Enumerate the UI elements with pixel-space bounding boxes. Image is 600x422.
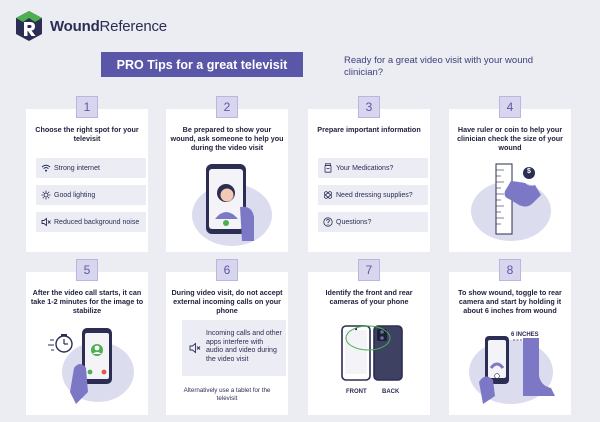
tip-title: Have ruler or coin to help your clinicia…	[457, 125, 563, 152]
tip-item-lighting: Good lighting	[36, 185, 146, 205]
tip-card-8: 8 To show wound, toggle to rear camera a…	[449, 259, 571, 415]
pill-bottle-icon	[324, 163, 332, 173]
step-number: 4	[499, 96, 521, 118]
rear-camera-foot-illustration	[469, 336, 555, 404]
step-number: 7	[358, 259, 380, 281]
question-icon	[323, 217, 333, 227]
tagline: Ready for a great video visit with your …	[344, 55, 534, 78]
wound-reference-logo-icon	[16, 11, 42, 41]
mute-speaker-icon	[189, 342, 201, 354]
info-text: Incoming calls and other apps interfere …	[206, 330, 282, 363]
step-number: 2	[216, 96, 238, 118]
wifi-icon	[41, 164, 51, 172]
front-camera-label: FRONT	[346, 389, 367, 395]
step-number: 5	[76, 259, 98, 281]
tip-card-2: 2 Be prepared to show your wound, ask so…	[166, 96, 288, 252]
back-camera-label: BACK	[382, 389, 400, 395]
tip-card-3: 3 Prepare important information Your Med…	[308, 96, 430, 252]
tip-item-supplies: Need dressing supplies?	[318, 185, 428, 205]
distance-label: 6 INCHES	[511, 332, 539, 338]
tip-card-6: 6 During video visit, do not accept exte…	[166, 259, 288, 415]
bandage-icon	[323, 191, 333, 199]
step-number: 6	[216, 259, 238, 281]
info-box: Incoming calls and other apps interfere …	[182, 320, 286, 376]
tip-title: During video visit, do not accept extern…	[171, 288, 283, 315]
video-call-illustration	[192, 164, 272, 246]
page-title: PRO Tips for a great televisit	[101, 52, 303, 77]
tip-card-4: 4 Have ruler or coin to help your clinic…	[449, 96, 571, 252]
step-number: 1	[76, 96, 98, 118]
logo: WoundReference	[14, 10, 167, 42]
tip-title: Identify the front and rear cameras of y…	[325, 288, 413, 306]
sun-icon	[41, 190, 51, 200]
tip-title: Be prepared to show your wound, ask some…	[170, 125, 284, 152]
tip-title: Prepare important information	[317, 125, 421, 134]
tip-item-questions: Questions?	[318, 212, 428, 232]
mute-speaker-icon	[41, 217, 51, 227]
tip-item-noise: Reduced background noise	[36, 212, 146, 232]
step-number: 8	[499, 259, 521, 281]
tip-item-medications: Your Medications?	[318, 158, 428, 178]
tip-card-7: 7 Identify the front and rear cameras of…	[308, 259, 430, 415]
tip-title: To show wound, toggle to rear camera and…	[458, 288, 562, 315]
stabilize-timer-illustration	[48, 328, 134, 404]
tip-item-internet: Strong internet	[36, 158, 146, 178]
tip-card-1: 1 Choose the right spot for your televis…	[26, 96, 148, 252]
tip-note: Alternatively use a tablet for the telev…	[183, 387, 271, 402]
ruler-coin-illustration	[471, 163, 551, 241]
coin-symbol: $	[527, 168, 531, 175]
tip-title: Choose the right spot for your televisit	[35, 125, 139, 143]
tip-card-5: 5 After the video call starts, it can ta…	[26, 259, 148, 415]
step-number: 3	[358, 96, 380, 118]
tip-title: After the video call starts, it can take…	[30, 288, 144, 315]
front-rear-camera-illustration	[341, 325, 403, 381]
logo-text: WoundReference	[50, 17, 167, 35]
